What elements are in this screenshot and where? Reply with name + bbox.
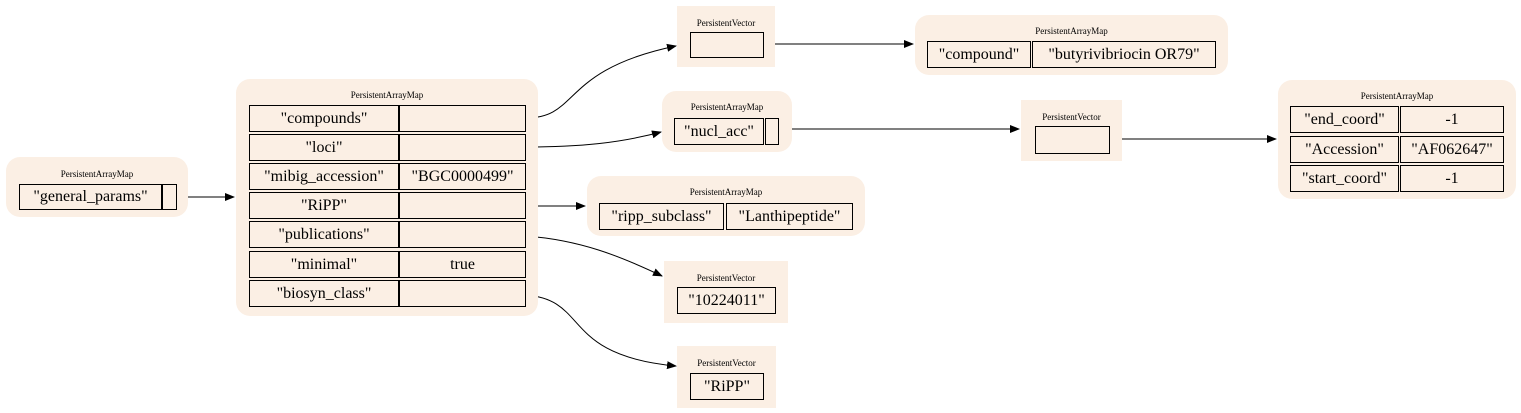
edge-biosyn-class-to-vector bbox=[525, 294, 677, 370]
node-title: PersistentArrayMap bbox=[1035, 26, 1108, 36]
node-title: PersistentArrayMap bbox=[689, 187, 763, 197]
node-title: PersistentArrayMap bbox=[60, 169, 134, 179]
node-title: PersistentVector bbox=[697, 358, 756, 368]
map-key-cell: "end_coord" bbox=[1290, 106, 1399, 133]
vector-item-cell: "RiPP" bbox=[690, 373, 764, 400]
ripp-map-node: PersistentArrayMap "ripp_subclass" "Lant… bbox=[587, 176, 865, 236]
map-key-cell: "RiPP" bbox=[249, 192, 399, 219]
map-value-cell: "butyrivibriocin OR79" bbox=[1032, 41, 1216, 68]
map-key-cell: "biosyn_class" bbox=[249, 280, 399, 307]
map-value-cell bbox=[399, 105, 526, 132]
loci-map-node: PersistentArrayMap "nucl_acc" bbox=[662, 91, 792, 152]
map-key-cell: "compound" bbox=[927, 41, 1031, 68]
vector-pointer-cell bbox=[1035, 126, 1110, 154]
compounds-vector-node: PersistentVector bbox=[677, 6, 775, 67]
map-key-cell: "start_coord" bbox=[1290, 165, 1399, 192]
map-pointer-cell bbox=[162, 184, 177, 210]
map-value-cell bbox=[399, 192, 526, 219]
map-value-cell: true bbox=[399, 251, 526, 278]
map-pointer-cell bbox=[765, 118, 779, 145]
map-key-cell: "publications" bbox=[249, 221, 399, 248]
node-title: PersistentVector bbox=[1042, 112, 1101, 122]
node-title: PersistentArrayMap bbox=[690, 102, 764, 112]
accession-map-node: PersistentArrayMap "end_coord" -1 "Acces… bbox=[1278, 80, 1516, 199]
compound-map-node: PersistentArrayMap "compound" "butyrivib… bbox=[915, 15, 1228, 75]
edge-loci-to-map bbox=[525, 130, 662, 148]
node-title: PersistentVector bbox=[696, 18, 756, 28]
biosyn-class-vector-node: PersistentVector "RiPP" bbox=[677, 346, 776, 408]
general-params-map-node: PersistentArrayMap "compounds" "loci" "m… bbox=[236, 79, 538, 316]
map-value-cell: -1 bbox=[1400, 106, 1504, 133]
map-key-cell: "minimal" bbox=[249, 251, 399, 278]
vector-item-cell: "10224011" bbox=[677, 287, 776, 314]
edge-compounds-to-vector bbox=[525, 43, 677, 119]
map-value-cell: "Lanthipeptide" bbox=[726, 203, 853, 230]
map-key-cell: "loci" bbox=[249, 134, 399, 161]
node-title: PersistentArrayMap bbox=[1360, 91, 1434, 101]
map-key-cell: "nucl_acc" bbox=[674, 118, 764, 145]
map-value-cell bbox=[399, 134, 526, 161]
node-title: PersistentArrayMap bbox=[350, 90, 424, 100]
node-title: PersistentVector bbox=[696, 273, 756, 283]
map-key-cell: "mibig_accession" bbox=[249, 163, 399, 190]
map-value-cell: -1 bbox=[1400, 165, 1504, 192]
map-value-cell: "AF062647" bbox=[1400, 136, 1504, 163]
root-map-node: PersistentArrayMap "general_params" bbox=[6, 157, 188, 217]
map-value-cell bbox=[399, 280, 526, 307]
vector-pointer-cell bbox=[690, 32, 764, 58]
nucl-acc-vector-node: PersistentVector bbox=[1021, 100, 1122, 161]
map-value-cell: "BGC0000499" bbox=[399, 163, 526, 190]
publications-vector-node: PersistentVector "10224011" bbox=[664, 261, 788, 323]
map-key-cell: "compounds" bbox=[249, 105, 399, 132]
map-key-cell: "ripp_subclass" bbox=[599, 203, 724, 230]
map-key-cell: "general_params" bbox=[19, 184, 162, 210]
edge-publications-to-vector bbox=[525, 235, 663, 277]
map-key-cell: "Accession" bbox=[1290, 136, 1399, 163]
map-value-cell bbox=[399, 221, 526, 248]
